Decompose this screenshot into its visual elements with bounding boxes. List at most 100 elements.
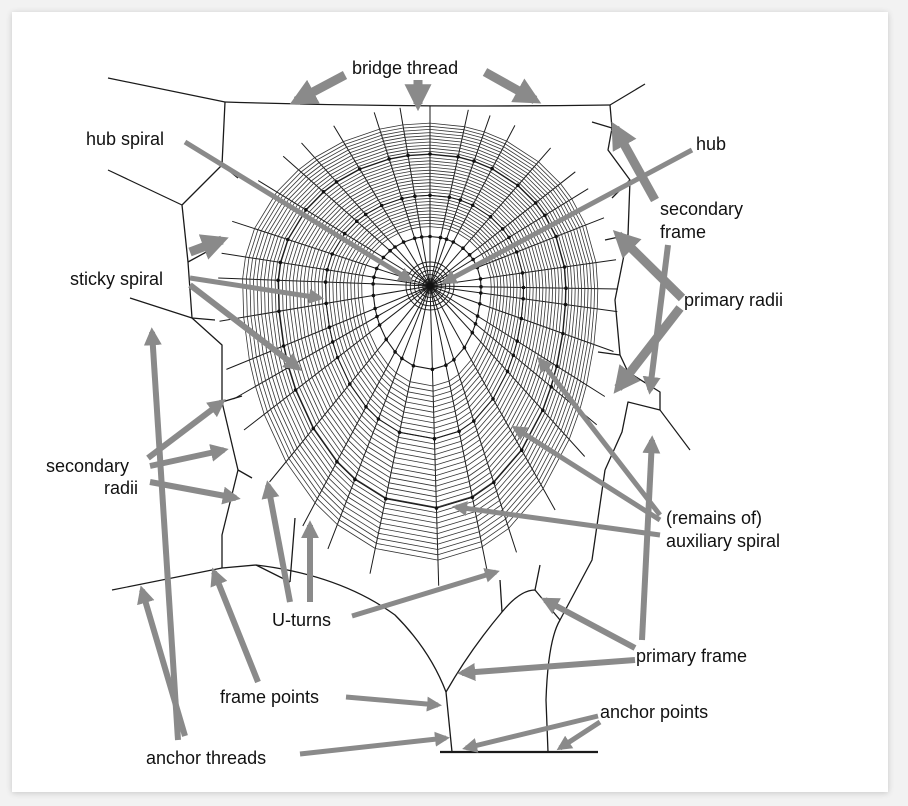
spiral-dot: [401, 240, 406, 244]
spiral-dot: [457, 429, 461, 434]
spiral-dot: [492, 480, 496, 485]
spiral-dot: [549, 385, 553, 389]
label-hub: hub: [696, 134, 726, 154]
sticky-spiral-loop: [267, 144, 576, 524]
radius-thread: [429, 285, 517, 553]
spiral-dot: [479, 291, 483, 295]
spiral-dot: [516, 183, 520, 188]
spiral-dot: [478, 277, 483, 281]
label-secondary-radii-line1: secondary: [46, 456, 129, 476]
sticky-spiral-loop: [289, 163, 557, 492]
spiral-dot: [555, 364, 559, 369]
spiral-dot: [363, 212, 368, 217]
spiral-dot: [507, 235, 511, 240]
spiral-dot: [325, 268, 330, 272]
sticky-spiral-loop: [339, 207, 511, 418]
sticky-spiral-loop: [253, 132, 589, 545]
spiral-dot: [515, 339, 519, 343]
hub-spiral-ring: [413, 269, 447, 303]
spiral-dot: [357, 167, 362, 171]
spiral-dot: [324, 301, 329, 306]
spiral-dot: [419, 235, 424, 239]
spiral-dot: [519, 448, 524, 453]
radii: [218, 106, 619, 586]
spiral-dot: [471, 257, 475, 262]
spiral-dot: [371, 293, 376, 298]
spiral-dot: [342, 231, 347, 236]
sticky-spiral-loop: [307, 179, 540, 466]
sticky-spiral-loop: [245, 125, 595, 556]
label-auxiliary-spiral-line1: (remains of): [666, 508, 762, 528]
spiral-dot: [406, 153, 410, 158]
spiral-dot: [467, 253, 472, 257]
sticky-spiral-loop: [256, 135, 586, 540]
spiral-dot: [470, 203, 475, 208]
sticky-spiral-loop: [357, 223, 495, 392]
hub-spiral-ring: [418, 274, 442, 298]
spiral-dot: [470, 330, 475, 335]
spiral-dot: [520, 271, 525, 275]
sticky-spiral-loop: [332, 201, 518, 429]
spiral-dot: [458, 198, 463, 202]
spiral-dot: [364, 405, 368, 409]
spiral-dot: [428, 152, 432, 156]
spiral-dot: [286, 365, 291, 370]
diagram-frame: bridge thread hub spiral hub secondary f…: [12, 12, 888, 792]
sticky-spiral-loop: [336, 204, 515, 424]
spiral-dot: [447, 195, 452, 199]
spiral-dot: [511, 353, 516, 358]
spiral-dot: [412, 236, 417, 241]
spiral-dot: [413, 194, 417, 198]
spiral-dot: [335, 355, 340, 360]
spiral-dot: [430, 367, 435, 372]
hub-center: [425, 281, 435, 291]
sticky-spiral: [242, 122, 599, 561]
spider-web-diagram: bridge thread hub spiral hub secondary f…: [46, 58, 783, 768]
spiral-dot: [321, 190, 326, 194]
spiral-dot: [323, 280, 328, 284]
spiral-dot: [451, 240, 456, 244]
label-anchor-threads: anchor threads: [146, 748, 266, 768]
sticky-spiral-loop: [310, 182, 537, 461]
spiral-dot: [383, 496, 388, 501]
spiral-dot: [444, 363, 448, 368]
spiral-dot: [330, 252, 335, 256]
spiral-dot: [478, 302, 482, 306]
sticky-spiral-loop: [296, 169, 550, 482]
spiral-dot: [348, 382, 352, 386]
sticky-spiral-loop: [343, 210, 508, 413]
label-anchor-points: anchor points: [600, 702, 708, 722]
spiral-dot: [473, 322, 478, 326]
spiral-dot: [281, 344, 286, 348]
spiral-dot: [488, 215, 493, 219]
spiral-dot: [276, 278, 280, 283]
spiral-dot: [543, 213, 547, 218]
spiral-dot: [490, 166, 494, 171]
sticky-spiral-loop: [281, 157, 563, 503]
spiral-dot: [371, 282, 375, 286]
spiral-dot: [479, 285, 483, 289]
spiral-dot: [387, 157, 391, 161]
spiral-dot: [462, 345, 467, 350]
spiral-dot: [563, 302, 568, 307]
hub-spiral-ring: [409, 265, 451, 307]
spiral-dot: [379, 203, 384, 208]
spiral-dot: [428, 234, 432, 239]
spiral-dot: [393, 350, 397, 354]
sticky-spiral-loop: [354, 219, 499, 397]
spiral-dot: [384, 337, 389, 342]
sticky-spiral-loop: [249, 129, 592, 550]
label-auxiliary-spiral-line2: auxiliary spiral: [666, 531, 780, 551]
spiral-dot: [519, 316, 524, 321]
sticky-spiral-loop: [260, 138, 582, 535]
spiral-dot: [554, 234, 558, 239]
spiral-dot: [327, 325, 332, 330]
spiral-dot: [293, 388, 298, 392]
sticky-spiral-loop: [321, 191, 528, 445]
spiral-dot: [428, 193, 432, 198]
spiral-dot: [355, 219, 359, 223]
spiral-dot: [438, 235, 443, 240]
label-frame-points: frame points: [220, 687, 319, 707]
sticky-spiral-loop: [318, 188, 531, 450]
spiral-dot: [564, 286, 568, 291]
